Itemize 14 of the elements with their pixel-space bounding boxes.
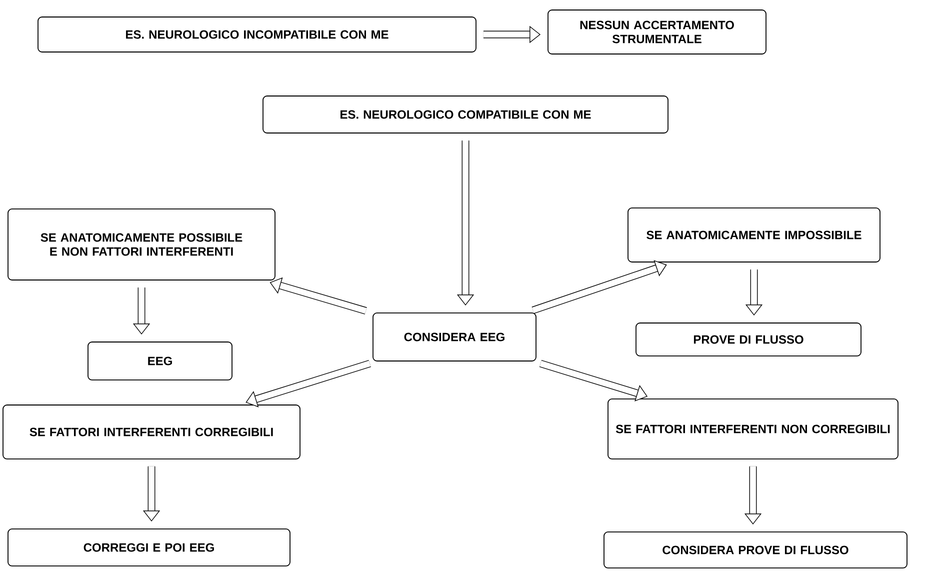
process-box: SE ANATOMICAMENTE POSSIBILE E NON FATTORI INTERFERENTI [8,208,276,280]
process-box: CORREGGI E POI EEG [8,528,290,566]
process-box: SE ANATOMICAMENTE IMPOSSIBILE [628,208,880,262]
process-box: SE FATTORI INTERFERENTI NON CORREGIBILI [608,398,898,460]
process-box: EEG [88,342,232,380]
process-box: NESSUN ACCERTAMENTO STRUMENTALE [548,10,766,54]
block-arrow [532,260,667,314]
process-box: CONSIDERA EEG [372,312,536,362]
process-box: CONSIDERA PROVE DI FLUSSO [604,532,908,568]
process-box: ES. NEUROLOGICO INCOMPATIBILE CON ME [38,16,476,52]
process-box: ES. NEUROLOGICO COMPATIBILE CON ME [262,96,668,134]
process-box: SE FATTORI INTERFERENTI CORREGIBILI [2,404,300,460]
process-box: PROVE DI FLUSSO [636,322,862,356]
block-arrow [246,360,371,408]
